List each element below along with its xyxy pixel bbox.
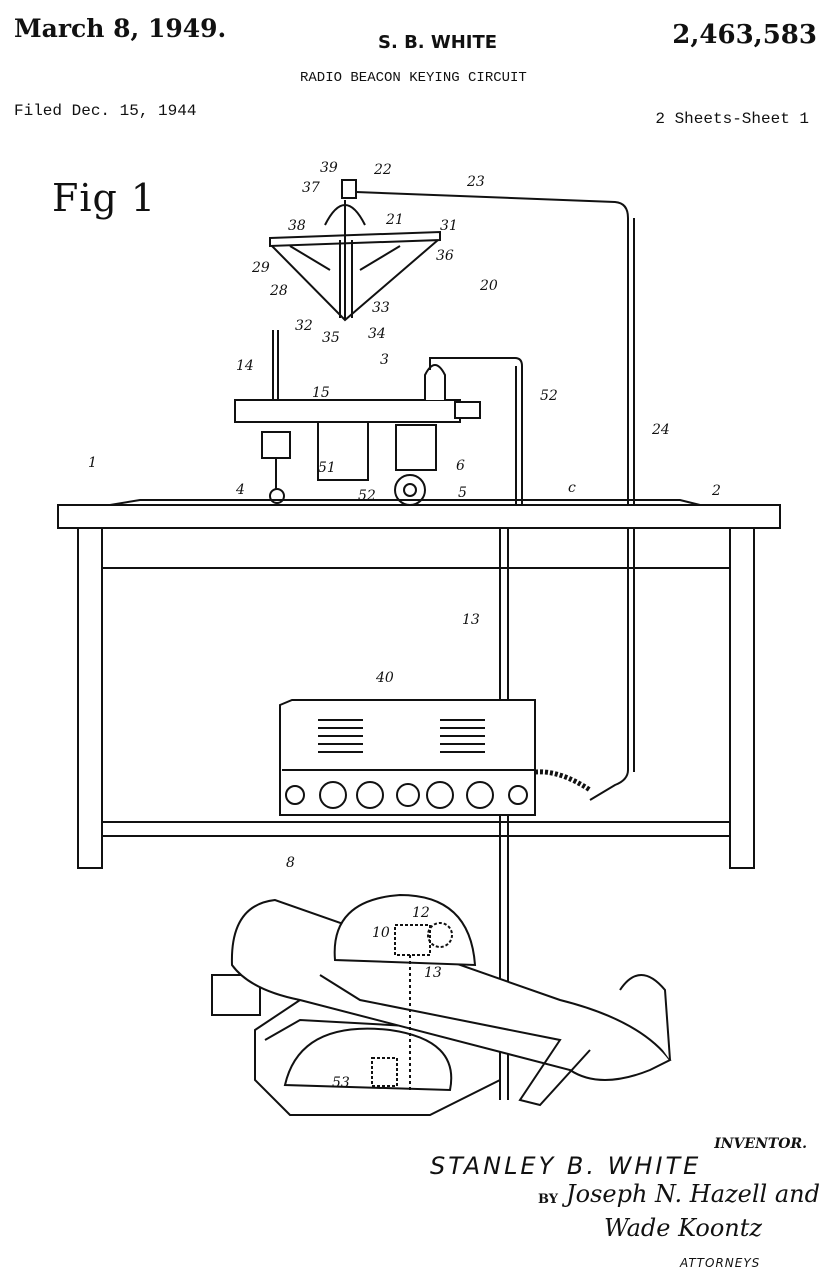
attorney-signature-1: Joseph N. Hazell and	[566, 1180, 820, 1208]
ref-numeral: 13	[424, 965, 442, 981]
beacon-assembly	[269, 179, 441, 322]
sheet-count: 2 Sheets-Sheet 1	[655, 110, 809, 128]
conduit-23	[355, 191, 629, 801]
inventor-label: INVENTOR.	[714, 1136, 807, 1152]
ref-numeral: 24	[652, 422, 670, 438]
patent-title: RADIO BEACON KEYING CIRCUIT	[300, 70, 527, 86]
ref-numeral: 15	[312, 385, 330, 401]
inventor-header: S. B. WHITE	[378, 32, 498, 53]
filed-date: Filed Dec. 15, 1944	[14, 102, 197, 120]
ref-numeral: 32	[295, 318, 313, 334]
ref-numeral: 29	[252, 260, 270, 276]
airplane-trainer-8	[211, 893, 672, 1116]
ref-numeral: 22	[374, 162, 392, 178]
ref-numeral: 33	[372, 300, 390, 316]
ref-numeral: 5	[458, 485, 467, 501]
ref-numeral: 34	[368, 326, 386, 342]
attorney-signature-2: Wade Koontz	[604, 1214, 763, 1242]
by-label: BY	[538, 1192, 559, 1207]
ref-numeral: 20	[480, 278, 498, 294]
ref-numeral: 53	[332, 1075, 350, 1091]
ref-numeral: 23	[467, 174, 485, 190]
attorneys-label: ATTORNEYS	[680, 1256, 761, 1270]
ref-numeral: 36	[436, 248, 454, 264]
ref-numeral: 28	[270, 283, 288, 299]
ref-numeral: 35	[322, 330, 340, 346]
ref-numeral: 6	[456, 458, 465, 474]
antenna-14	[272, 330, 279, 402]
ref-numeral: 39	[320, 160, 338, 176]
ref-numeral: 52	[540, 388, 558, 404]
inventor-signature: STANLEY B. WHITE	[430, 1152, 702, 1180]
ref-numeral: 4	[236, 482, 245, 498]
ref-numeral: 51	[318, 460, 336, 476]
ref-numeral: 31	[440, 218, 458, 234]
keying-mechanism	[234, 357, 523, 510]
ref-numeral: 3	[380, 352, 389, 368]
patent-date: March 8, 1949.	[14, 14, 227, 43]
patent-number: 2,463,583	[672, 20, 817, 50]
ref-numeral: 1	[88, 455, 97, 471]
ref-numeral: 21	[386, 212, 404, 228]
ref-numeral: 13	[462, 612, 480, 628]
ref-numeral: 8	[286, 855, 295, 871]
ref-numeral: 10	[372, 925, 390, 941]
transmitter-box-40	[279, 699, 592, 816]
ref-numeral: 40	[376, 670, 394, 686]
ref-numeral: c	[568, 480, 576, 496]
ref-numeral: 12	[412, 905, 430, 921]
ref-numeral: 14	[236, 358, 254, 374]
ref-numeral: 2	[712, 483, 721, 499]
ref-numeral: 37	[302, 180, 320, 196]
ref-numeral: 38	[288, 218, 306, 234]
figure-label: Fig 1	[52, 176, 157, 220]
ref-numeral: 52	[358, 488, 376, 504]
table	[57, 499, 781, 869]
